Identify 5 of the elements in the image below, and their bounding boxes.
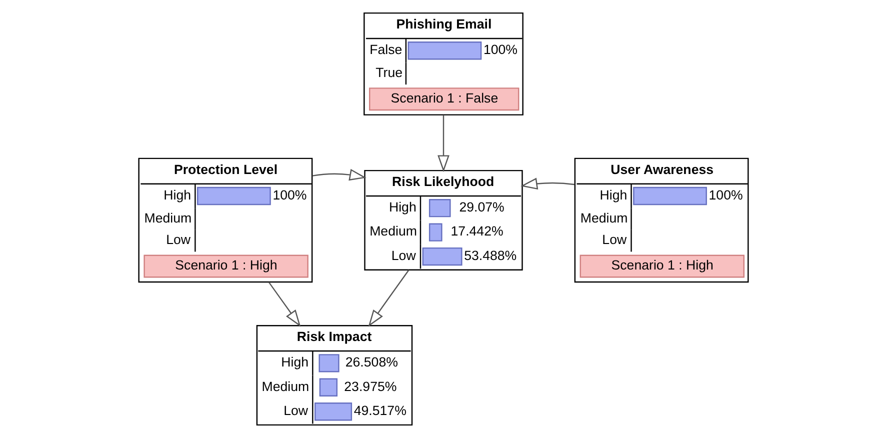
arrow [312, 168, 366, 181]
arrow [520, 178, 574, 190]
arrow [268, 282, 300, 327]
arrow [437, 115, 449, 172]
arrow [368, 270, 409, 327]
